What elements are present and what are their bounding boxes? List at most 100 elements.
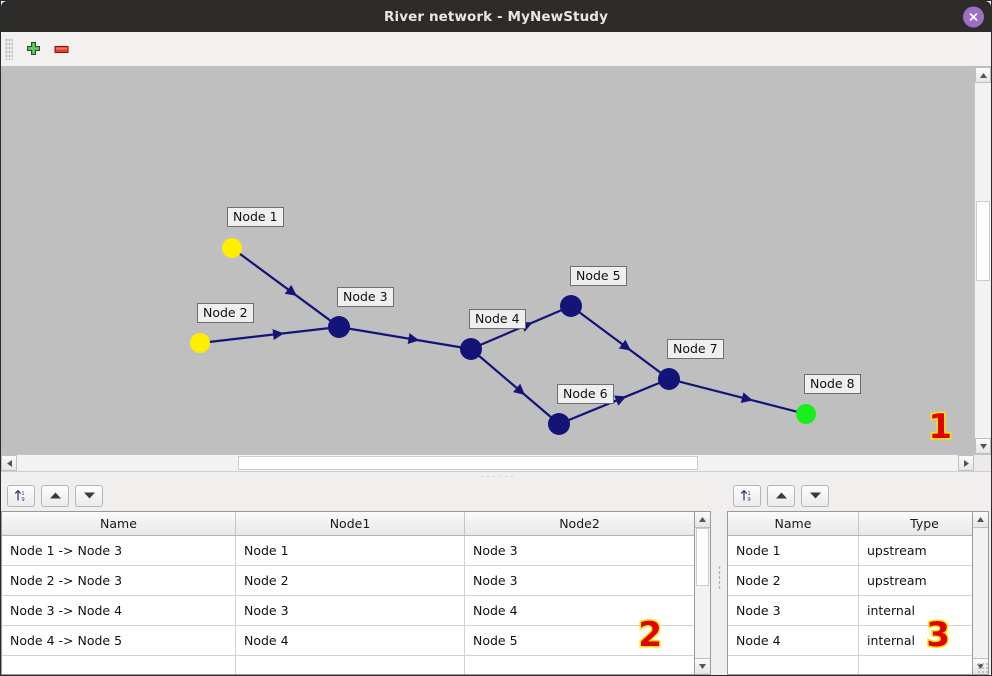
table-cell-empty[interactable] [2,656,236,674]
links-scroll-thumb[interactable] [696,528,709,586]
table-cell[interactable]: Node 2 [728,566,859,595]
table-cell[interactable]: Node 3 -> Node 4 [2,596,236,625]
window-resize-grip[interactable] [977,662,989,674]
table-cell[interactable]: Node 2 [236,566,465,595]
graph-edge[interactable] [208,327,330,344]
table-cell[interactable]: Node 4 [728,626,859,655]
graph-vertical-scrollbar[interactable] [974,67,991,454]
graph-hscroll-thumb[interactable] [238,456,698,470]
table-cell-empty[interactable] [728,656,859,674]
column-header-type[interactable]: Type [910,516,939,531]
graph-node-node-5[interactable] [560,295,582,317]
move-up-icon[interactable] [767,484,795,507]
graph-edge[interactable] [477,354,553,419]
table-cell[interactable]: Node 4 [236,626,465,655]
close-icon[interactable] [963,6,984,27]
nodes-scroll-up-icon[interactable] [973,512,988,528]
table-cell[interactable]: upstream [859,566,972,595]
table-cell[interactable]: Node 1 -> Node 3 [2,536,236,565]
links-table-scrollbar[interactable] [695,511,711,675]
sort-icon[interactable]: 1 9 [733,484,761,507]
graph-edge[interactable] [578,311,662,374]
table-cell-empty[interactable] [465,656,694,674]
graph-node-node-1[interactable] [222,238,242,258]
table-cell[interactable]: Node 3 [465,536,694,565]
nodes-table-scrollbar[interactable] [973,511,989,675]
table-row-empty[interactable] [2,656,694,674]
table-cell[interactable]: Node 2 -> Node 3 [2,566,236,595]
links-scroll-down-icon[interactable] [695,658,710,674]
toolbar-grip[interactable] [5,38,13,60]
graph-node-node-2[interactable] [190,333,210,353]
table-cell[interactable]: Node 4 -> Node 5 [2,626,236,655]
scroll-right-icon[interactable] [958,455,974,471]
graph-node-node-4[interactable] [460,338,482,360]
graph-node-node-8[interactable] [796,404,816,424]
table-cell[interactable]: Node 5 [465,626,694,655]
table-cell[interactable]: Node 3 [236,596,465,625]
add-icon[interactable] [19,35,47,63]
move-down-icon[interactable] [801,484,829,507]
graph-edge[interactable] [348,327,462,349]
graph-edge[interactable] [238,252,332,322]
nodes-scroll-track[interactable] [973,528,988,658]
graph-node-node-7[interactable] [658,368,680,390]
pane-splitter[interactable] [1,471,991,480]
graph-node-node-3[interactable] [328,316,350,338]
graph-node-label[interactable]: Node 8 [804,374,861,394]
column-header-name[interactable]: Name [2,512,236,535]
graph-edge[interactable] [678,380,798,413]
column-header-node1[interactable]: Node1 [236,512,465,535]
graph-node-label[interactable]: Node 4 [469,309,526,329]
graph-node-label[interactable]: Node 1 [227,207,284,227]
scroll-up-icon[interactable] [975,67,991,83]
table-cell[interactable]: internal [859,626,972,655]
graph-vscroll-thumb[interactable] [976,201,990,281]
graph-horizontal-scrollbar[interactable] [1,454,991,471]
scroll-down-icon[interactable] [975,438,991,454]
table-cell[interactable]: internal [859,596,972,625]
table-cell[interactable]: upstream [859,536,972,565]
table-cell-empty[interactable] [859,656,972,674]
table-cell[interactable]: Node 3 [728,596,859,625]
scroll-left-icon[interactable] [1,455,17,471]
graph-vscroll-track[interactable] [975,83,991,438]
table-cell[interactable]: Node 3 [465,566,694,595]
sort-icon[interactable]: 1 9 [7,484,35,507]
graph-node-label[interactable]: Node 7 [667,339,724,359]
delete-icon[interactable] [47,35,75,63]
table-cell[interactable]: Node 4 [465,596,694,625]
table-row-empty[interactable] [728,656,972,674]
graph-hscroll-track[interactable] [17,455,958,471]
tables-splitter[interactable] [711,480,727,675]
splitter-grip-icon [479,474,513,478]
table-cell[interactable]: Node 1 [236,536,465,565]
column-header-node2[interactable]: Node2 [559,516,600,531]
links-scroll-up-icon[interactable] [695,512,710,528]
graph-node-label[interactable]: Node 5 [570,266,627,286]
move-up-icon[interactable] [41,484,69,507]
graph-edge[interactable] [567,381,661,422]
move-down-icon[interactable] [75,484,103,507]
graph-node-label[interactable]: Node 2 [197,303,254,323]
graph-node-label[interactable]: Node 3 [337,287,394,307]
table-cell-empty[interactable] [236,656,465,674]
column-header-name[interactable]: Name [728,512,859,535]
graph-node-node-6[interactable] [548,413,570,435]
table-cell[interactable]: Node 1 [728,536,859,565]
graph-node-label[interactable]: Node 6 [557,384,614,404]
links-scroll-track[interactable] [695,528,710,658]
